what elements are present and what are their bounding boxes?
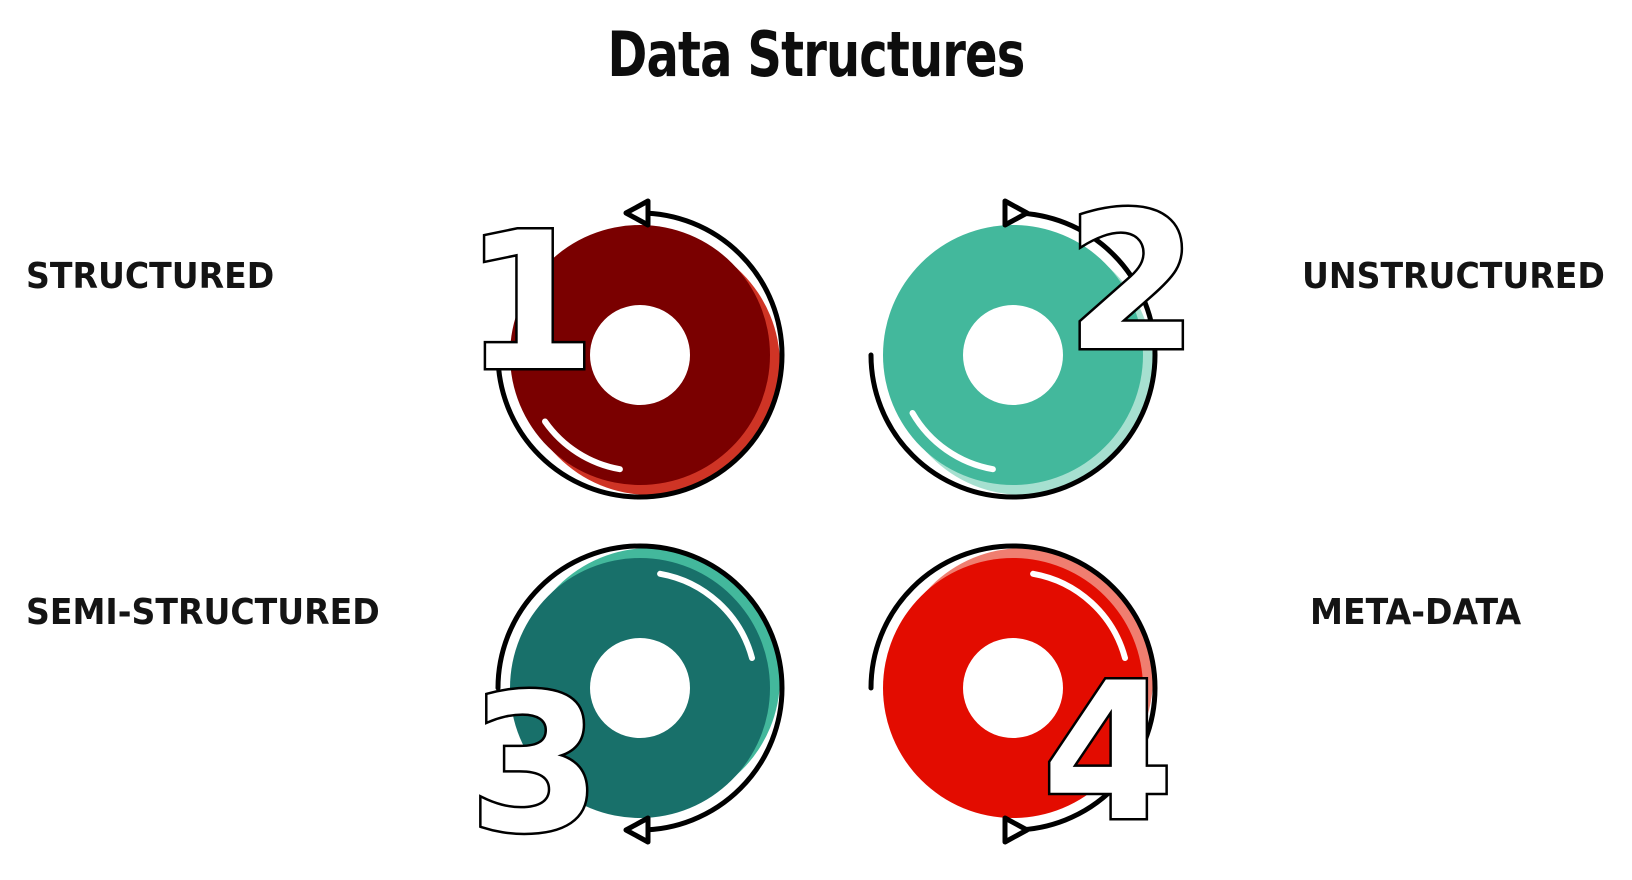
label-semi-structured: SEMI-STRUCTURED xyxy=(26,592,380,633)
arrow-head-icon xyxy=(1002,198,1030,228)
cycle-number-3: 3 xyxy=(469,654,601,875)
cycle-item-3: 3 xyxy=(466,543,785,878)
label-meta-data: META-DATA xyxy=(1310,592,1522,633)
ring-shine xyxy=(1030,570,1128,661)
arrow-head-icon xyxy=(623,815,651,845)
cycle-item-2: 2 xyxy=(868,170,1201,500)
cycle-number-4: 4 xyxy=(1042,642,1174,863)
ring-hole xyxy=(963,305,1063,405)
label-unstructured: UNSTRUCTURED xyxy=(1302,256,1605,297)
label-structured: STRUCTURED xyxy=(26,256,275,297)
cycle-number-1: 1 xyxy=(464,192,596,413)
ring-hole xyxy=(590,305,690,405)
ring-shine xyxy=(909,410,996,473)
ring-shine xyxy=(657,570,755,661)
cycle-item-1: 1 xyxy=(461,190,785,500)
cycle-arrow xyxy=(495,210,785,500)
cycle-arrow xyxy=(868,543,1158,833)
ring-shine xyxy=(542,418,623,473)
arrow-head-icon xyxy=(623,198,651,228)
cycle-item-4: 4 xyxy=(868,543,1177,866)
cycle-number-2: 2 xyxy=(1066,172,1198,393)
arrow-head-icon xyxy=(1002,815,1030,845)
ring-hole xyxy=(590,638,690,738)
ring-hole xyxy=(963,638,1063,738)
page-title: Data Structures xyxy=(607,18,1026,91)
cycle-arrow xyxy=(495,543,785,833)
cycle-arrow xyxy=(868,210,1158,500)
